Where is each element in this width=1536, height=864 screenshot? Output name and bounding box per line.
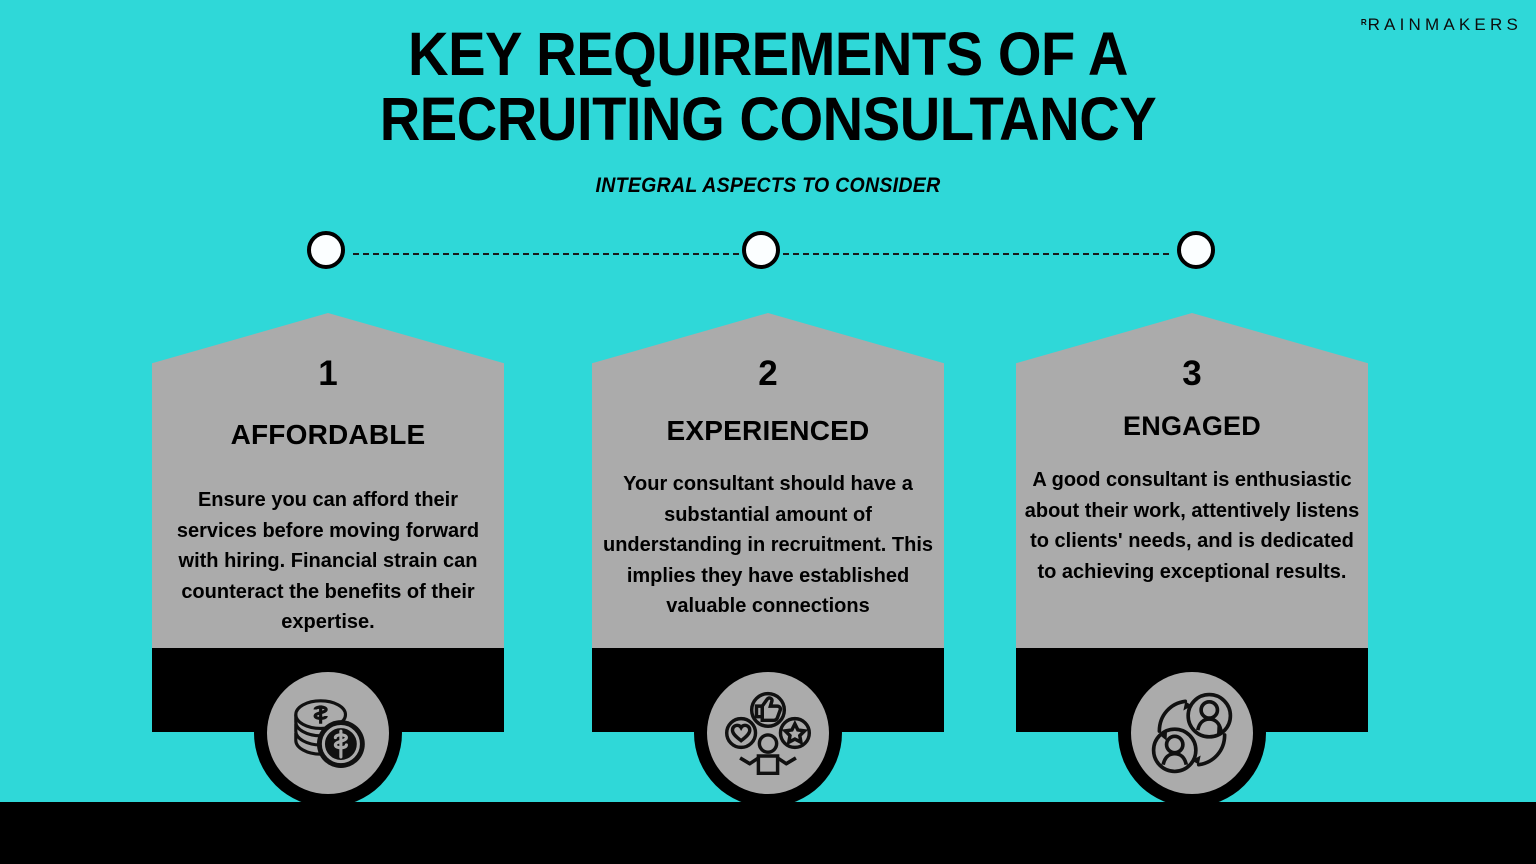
card-icon-badge <box>254 659 402 807</box>
page-title: KEY REQUIREMENTS OF A RECRUITING CONSULT… <box>61 20 1474 154</box>
card-number: 2 <box>758 354 778 393</box>
card-heading: ENGAGED <box>1123 411 1261 441</box>
card-body-text: A good consultant is enthusiastic about … <box>1024 469 1360 583</box>
card-heading: AFFORDABLE <box>230 419 426 450</box>
page-subtitle: INTEGRAL ASPECTS TO CONSIDER <box>595 174 941 197</box>
footer-bar <box>0 802 1536 864</box>
card-number: 1 <box>318 354 338 393</box>
card-body-text: Your consultant should have a substantia… <box>602 473 934 618</box>
cards-container: 1 AFFORDABLE Ensure you can afford their… <box>0 313 1536 807</box>
card-heading: EXPERIENCED <box>666 415 870 446</box>
card-icon-badge <box>1118 659 1266 807</box>
timeline-dot-1 <box>307 231 345 269</box>
timeline-dot-2 <box>742 231 780 269</box>
coins-dollar-icon <box>267 672 389 794</box>
card-engaged: 3 ENGAGED A good consultant is enthusias… <box>1016 313 1368 807</box>
card-shape <box>592 313 944 648</box>
card-experienced: 2 EXPERIENCED Your consultant should hav… <box>592 313 944 807</box>
card-icon-badge <box>694 659 842 807</box>
card-number: 3 <box>1182 354 1202 393</box>
brand-logo: ᴿ RAINMAKERS <box>1361 16 1522 33</box>
title-line-2: RECRUITING CONSULTANCY <box>379 85 1157 154</box>
card-shape <box>1016 313 1368 648</box>
card-shape <box>152 313 504 648</box>
title-line-1: KEY REQUIREMENTS OF A <box>408 20 1128 88</box>
brand-mark-icon: ᴿ <box>1361 17 1367 31</box>
card-affordable: 1 AFFORDABLE Ensure you can afford their… <box>152 313 504 807</box>
timeline-dot-3 <box>1177 231 1215 269</box>
person-satisfaction-icon <box>707 672 829 794</box>
card-body-text: Ensure you can afford their services bef… <box>176 489 480 634</box>
brand-name: RAINMAKERS <box>1367 15 1522 34</box>
timeline <box>307 231 1215 277</box>
people-exchange-icon <box>1131 672 1253 794</box>
